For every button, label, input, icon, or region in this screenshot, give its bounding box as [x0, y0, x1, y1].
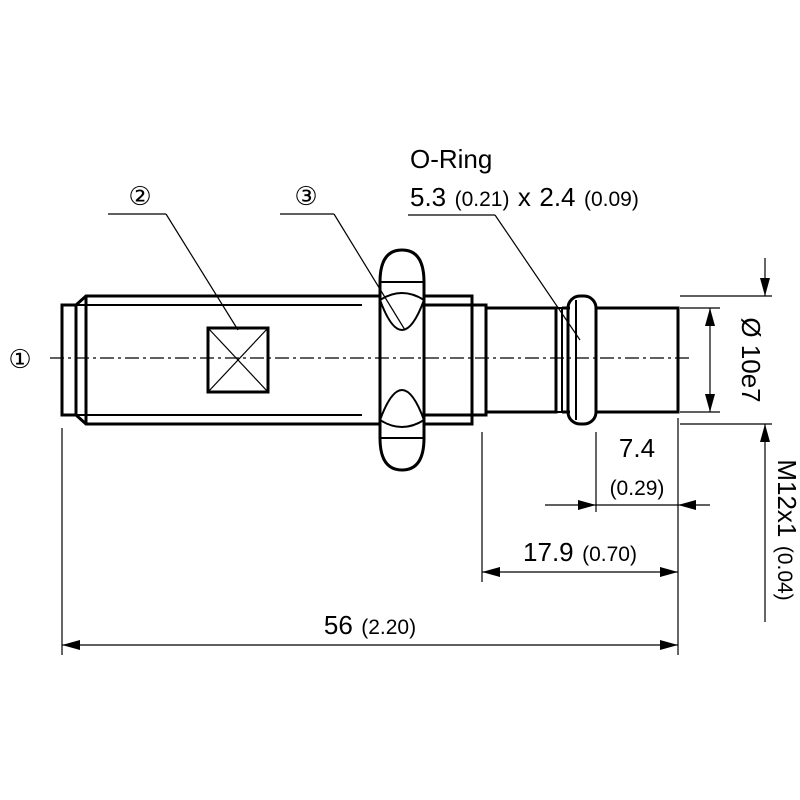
hex-nut — [362, 248, 474, 472]
dim-front-text: 17.9 (0.70) — [523, 537, 637, 567]
dimension-tip-diameter: Ø 10e7 — [705, 308, 766, 412]
oring-title: O-Ring — [410, 144, 492, 174]
dim-total-text: 56 (2.20) — [324, 610, 416, 640]
callout-1: ① — [8, 344, 31, 374]
front-section — [472, 303, 570, 417]
o-ring — [566, 294, 598, 426]
dimension-front-length: 17.9 (0.70) — [482, 537, 678, 577]
dimension-tip-length: 7.4 (0.29) — [545, 433, 710, 510]
callout-1-label: ① — [8, 344, 31, 374]
marker-square — [206, 326, 270, 394]
sensor-body — [60, 294, 362, 426]
dimension-thread: M12x1 (0.04) — [760, 258, 800, 622]
dim-diameter-text: Ø 10e7 — [736, 317, 766, 402]
extension-lines — [61, 295, 772, 655]
callout-3: ③ — [280, 181, 406, 331]
dim-thread-text: M12x1 (0.04) — [772, 459, 800, 600]
callout-2-label: ② — [128, 181, 151, 211]
callout-2: ② — [108, 181, 239, 331]
dimension-total-length: 56 (2.20) — [62, 610, 678, 650]
sensor-tip — [594, 306, 680, 414]
oring-size-label: 5.3 (0.21) x 2.4 (0.09) — [410, 182, 639, 212]
callout-3-label: ③ — [294, 181, 317, 211]
dim-tip-paren: (0.29) — [610, 477, 665, 500]
dim-tip-main: 7.4 — [619, 433, 655, 463]
oring-callout: O-Ring 5.3 (0.21) x 2.4 (0.09) — [408, 144, 639, 341]
